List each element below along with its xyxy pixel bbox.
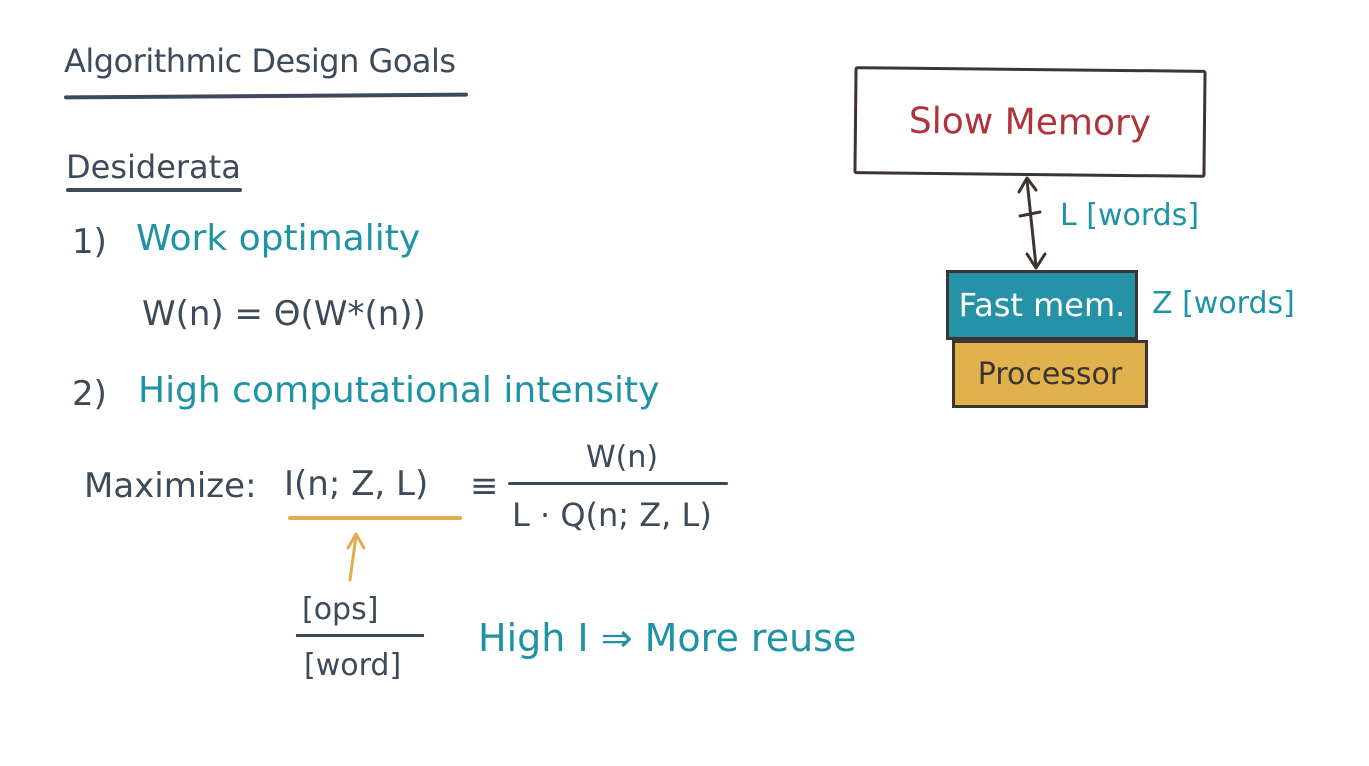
link-size-label: L [words] xyxy=(1060,198,1200,233)
intensity-expression: I(n; Z, L) xyxy=(284,464,429,504)
section-heading: Desiderata xyxy=(66,148,241,186)
processor-label: Processor xyxy=(977,356,1123,392)
equivalence-sign: ≡ xyxy=(470,466,499,506)
page-title: Algorithmic Design Goals xyxy=(64,42,456,80)
fast-memory-label: Fast mem. xyxy=(958,286,1126,324)
section-underline xyxy=(66,188,242,192)
fraction-denominator: L · Q(n; Z, L) xyxy=(512,496,712,534)
reuse-conclusion: High I ⇒ More reuse xyxy=(478,616,857,660)
units-numerator: [ops] xyxy=(302,592,379,627)
units-fraction-bar xyxy=(296,634,424,637)
fraction-numerator: W(n) xyxy=(586,440,659,475)
goal-1-number: 1) xyxy=(72,222,107,262)
fraction-bar xyxy=(508,482,728,485)
intensity-pointer-arrow xyxy=(346,532,366,582)
processor-box: Processor xyxy=(952,340,1148,408)
memory-transfer-arrow xyxy=(1017,176,1047,270)
intensity-underline xyxy=(288,516,462,520)
goal-2-label: High computational intensity xyxy=(138,370,660,411)
work-optimality-formula: W(n) = Θ(W*(n)) xyxy=(142,294,426,334)
goal-1-label: Work optimality xyxy=(136,218,421,259)
units-denominator: [word] xyxy=(304,648,402,683)
goal-2-number: 2) xyxy=(72,374,107,414)
maximize-label: Maximize: xyxy=(84,466,257,506)
fast-memory-box: Fast mem. xyxy=(946,270,1138,340)
fast-memory-size-label: Z [words] xyxy=(1152,286,1295,321)
